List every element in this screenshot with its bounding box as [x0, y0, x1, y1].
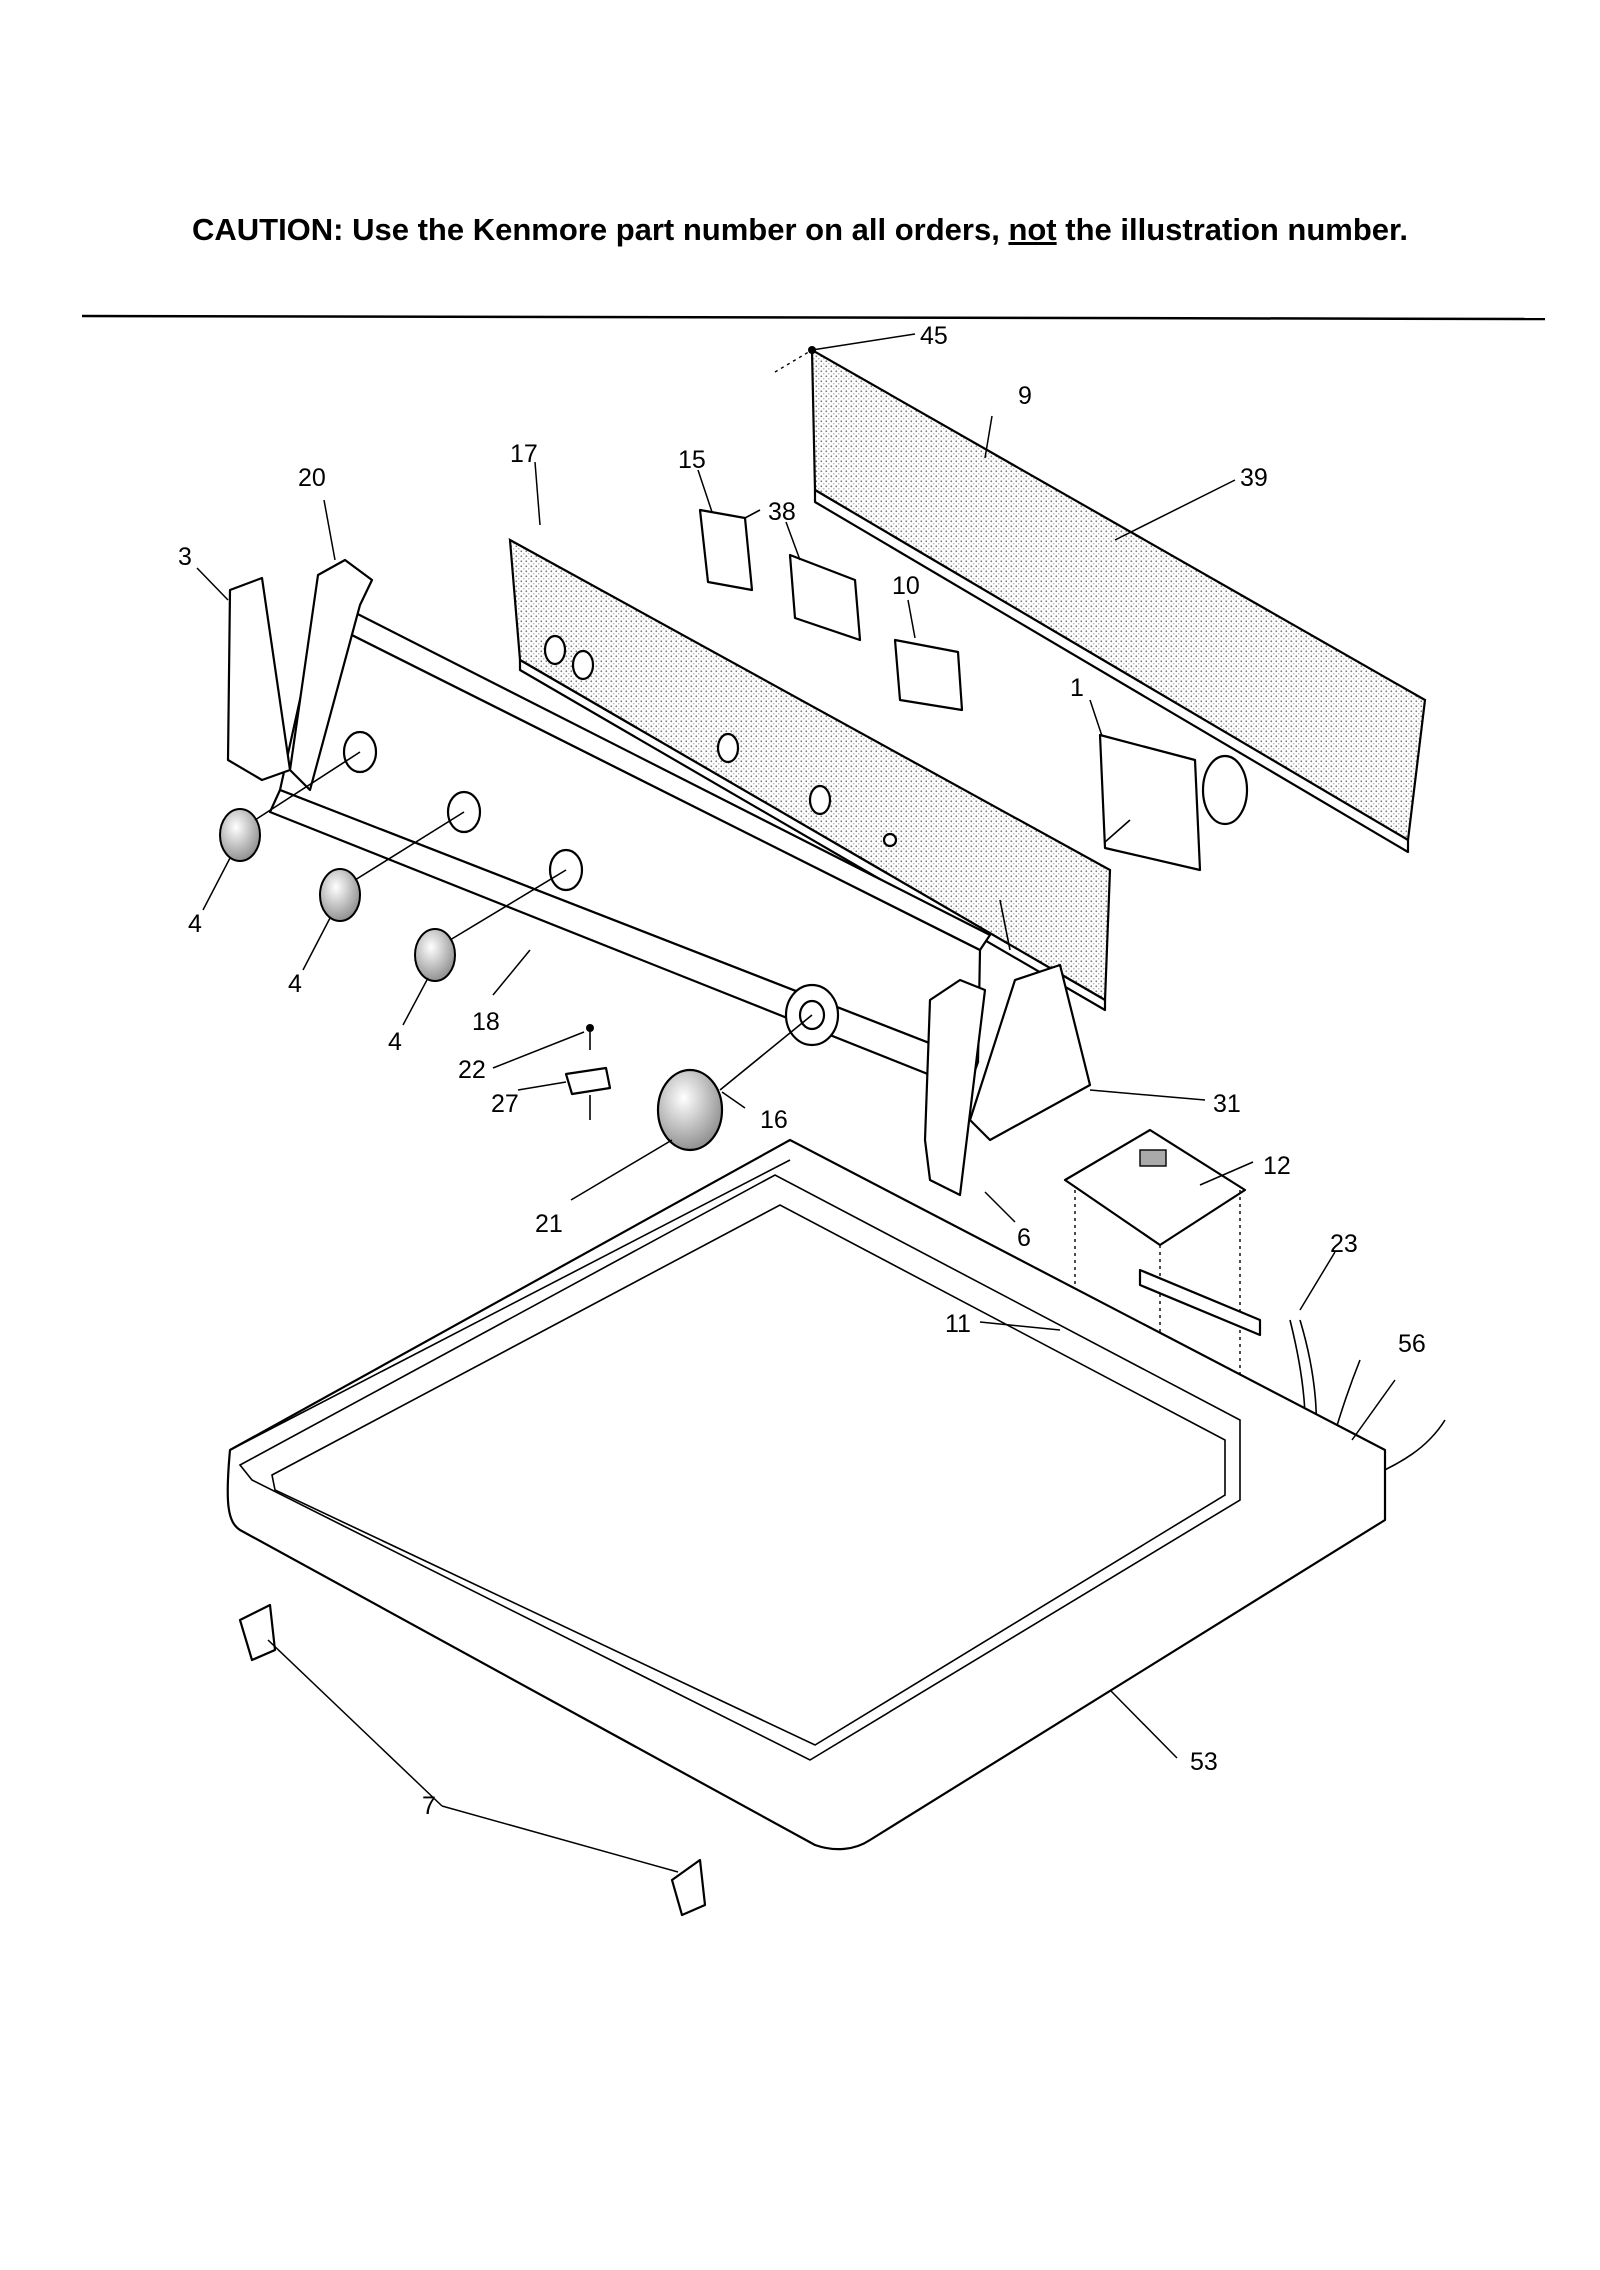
- console-front: [268, 598, 992, 1092]
- screw-and-bracket: [564, 1024, 612, 1120]
- leader-lines: [196, 333, 1396, 1873]
- callout-27: 27: [491, 1090, 519, 1118]
- callout-45: 45: [920, 322, 948, 350]
- end-caps-and-brackets: [226, 558, 1092, 1197]
- callout-9: 9: [1018, 382, 1032, 410]
- callout-3: 3: [178, 543, 192, 571]
- callout-56: 56: [1398, 1330, 1426, 1358]
- callout-17: 17: [510, 440, 538, 468]
- callout-22: 22: [458, 1056, 486, 1084]
- switch-38: [788, 553, 862, 642]
- callout-7: 7: [422, 1792, 436, 1820]
- switch-10: [893, 638, 964, 712]
- top-cabinet: [226, 1138, 1387, 1851]
- header-rule: [81, 314, 1546, 321]
- callout-18: 18: [472, 1008, 500, 1036]
- caution-note: CAUTION: Use the Kenmore part number on …: [0, 212, 1600, 248]
- glides: [238, 1603, 707, 1917]
- control-board: [1063, 1128, 1247, 1420]
- callout-12: 12: [1263, 1152, 1291, 1180]
- callout-10: 10: [892, 572, 920, 600]
- callout-labels: 45 9 39 20 17 15 38 10 3 1 4 4 4 18 22 2…: [178, 322, 1426, 1820]
- callout-4-third: 4: [388, 1028, 402, 1056]
- timer-1: [1098, 733, 1249, 872]
- callout-39: 39: [1240, 464, 1268, 492]
- callout-16: 16: [760, 1106, 788, 1134]
- switch-15: [698, 508, 761, 592]
- callout-53: 53: [1190, 1748, 1218, 1776]
- callout-38: 38: [768, 498, 796, 526]
- callout-20: 20: [298, 464, 326, 492]
- callout-6: 6: [1017, 1224, 1031, 1252]
- callout-21: 21: [535, 1210, 563, 1238]
- callout-31: 31: [1213, 1090, 1241, 1118]
- caution-text-end: the illustration number.: [1056, 212, 1409, 247]
- callout-4-second: 4: [288, 970, 302, 998]
- callout-1: 1: [1070, 674, 1084, 702]
- rear-panel: [774, 346, 1427, 854]
- caution-text: CAUTION: Use the Kenmore part number on …: [191, 212, 1009, 247]
- callout-15: 15: [678, 446, 706, 474]
- caution-underlined-word: not: [1008, 212, 1057, 247]
- callout-11: 11: [945, 1310, 971, 1338]
- knobs: [219, 751, 813, 1152]
- callout-4-first: 4: [188, 910, 202, 938]
- callout-23: 23: [1330, 1230, 1358, 1258]
